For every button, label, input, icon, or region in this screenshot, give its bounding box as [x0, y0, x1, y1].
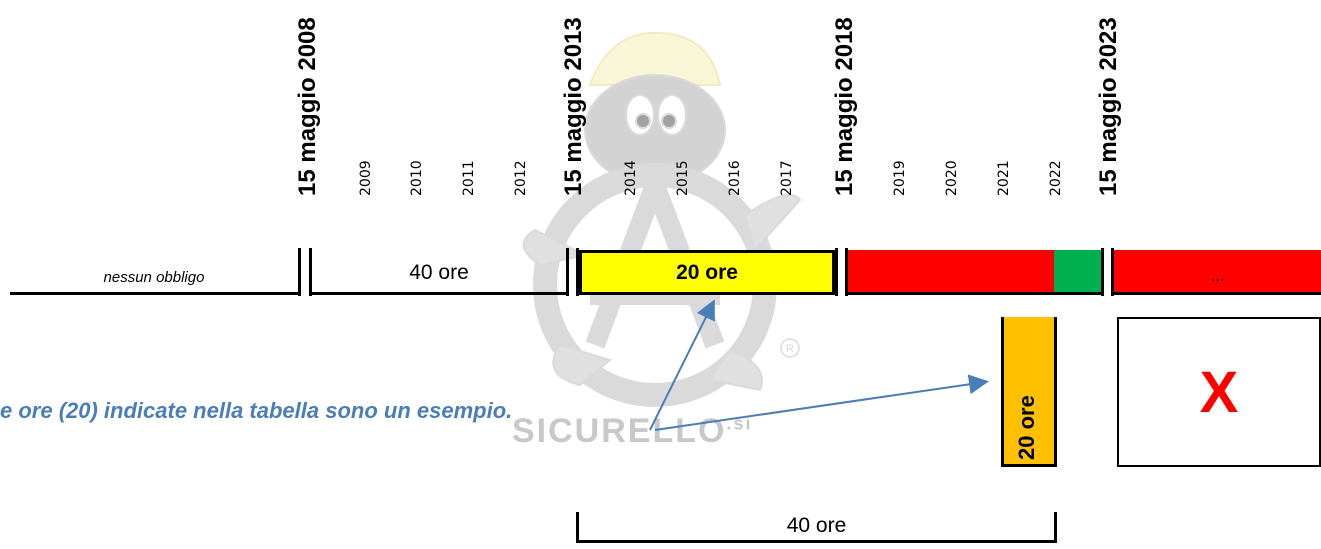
year-label: 2021: [996, 160, 1012, 196]
year-label: 2011: [461, 160, 477, 196]
vertical-20-bar: [1001, 317, 1057, 467]
period-40-line: [312, 292, 566, 295]
bracket-right: [1054, 512, 1057, 542]
separator-2018-a: [835, 248, 838, 296]
year-label: 2020: [944, 160, 960, 196]
bracket-label: 40 ore: [786, 514, 847, 537]
separator-2023-a: [1101, 248, 1104, 296]
bracket-line: [576, 540, 1057, 543]
major-date-2008: 15 maggio 2008: [294, 17, 321, 196]
period-red-bar: [848, 250, 1054, 295]
separator-2008-a: [298, 248, 301, 296]
bracket-left: [576, 512, 579, 542]
no-obligation-line: [10, 292, 298, 295]
future-red-bar: [1114, 250, 1321, 295]
separator-2018-b: [845, 248, 848, 296]
year-label: 2022: [1048, 160, 1064, 196]
sicurello-watermark: R: [522, 31, 802, 407]
svg-text:R: R: [786, 343, 794, 355]
note-text: e ore (20) indicate nella tabella sono u…: [0, 398, 513, 423]
separator-2008-b: [309, 248, 312, 296]
year-label: 2009: [358, 160, 374, 196]
cross-mark: X: [1199, 359, 1239, 425]
separator-2023-b: [1111, 248, 1114, 296]
vertical-20-label: 20 ore: [1014, 395, 1039, 460]
separator-2013-b: [576, 248, 579, 296]
year-label: 2017: [779, 160, 795, 196]
watermark-suffix: .si: [726, 413, 753, 434]
year-label: 2014: [623, 160, 639, 196]
no-obligation-label: nessun obbligo: [103, 268, 205, 286]
year-label: 2016: [727, 160, 743, 196]
period-green-bar: [1054, 250, 1101, 295]
year-label: 2012: [513, 160, 529, 196]
future-ellipsis: ...: [1210, 268, 1225, 285]
watermark-text: SICURELLO.si: [512, 412, 752, 451]
major-date-2013: 15 maggio 2013: [560, 17, 587, 196]
major-date-2023: 15 maggio 2023: [1095, 17, 1122, 196]
period-20-label: 20 ore: [676, 260, 738, 284]
major-date-2018: 15 maggio 2018: [831, 17, 858, 196]
year-label: 2015: [675, 160, 691, 196]
year-label: 2019: [892, 160, 908, 196]
period-40-label: 40 ore: [409, 261, 469, 284]
watermark-brand: SICURELLO: [512, 412, 727, 450]
cross-box: [1117, 317, 1321, 467]
year-label: 2010: [409, 160, 425, 196]
period-20-bar: [579, 250, 835, 295]
separator-2013-a: [566, 248, 569, 296]
